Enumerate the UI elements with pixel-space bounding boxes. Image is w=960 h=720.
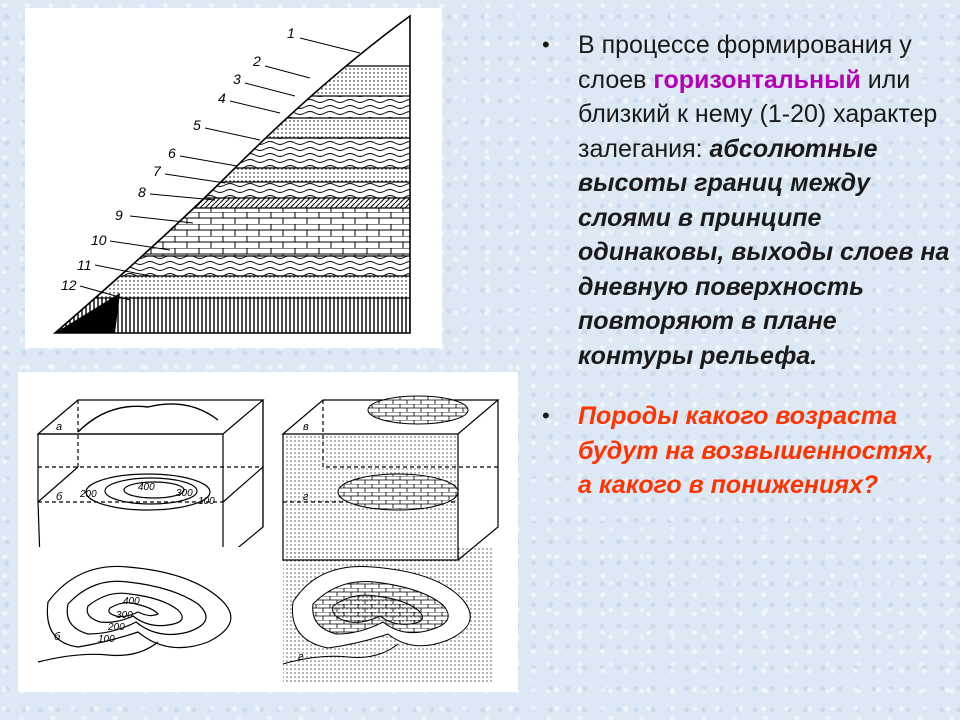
layer-label-2: 2 <box>252 53 261 69</box>
bullet-1-emphasis: абсолютные высоты границ между слоями в … <box>578 134 950 370</box>
bullet-question: • Породы какого возраста будут на возвыш… <box>540 399 950 503</box>
layer-label-1: 1 <box>287 25 295 41</box>
map-contour-300: 300 <box>116 610 133 621</box>
question-text: Породы какого возраста будут на возвышен… <box>578 402 934 499</box>
map-contour-400: 400 <box>123 596 140 607</box>
contour-label-100: 100 <box>198 496 215 507</box>
panel-label-a: а <box>56 421 62 433</box>
geologic-section-figure: 1 2 3 4 5 6 7 8 9 10 11 12 <box>25 8 442 348</box>
layer-label-11: 11 <box>77 257 92 273</box>
layer-label-3: 3 <box>233 71 241 87</box>
relief-blocks-drawing: а б в г б г 200 400 300 100 400 300 200 … <box>36 395 500 682</box>
layer-label-4: 4 <box>218 90 226 106</box>
layer-label-9: 9 <box>115 207 123 223</box>
panel-label-b-bottom: б <box>54 631 61 643</box>
contour-label-300: 300 <box>176 488 193 499</box>
slide-text: • В процессе формирования у слоев горизо… <box>540 28 950 503</box>
layer-label-7: 7 <box>153 163 162 179</box>
layer-label-5: 5 <box>193 117 201 133</box>
bullet-horizontal-bedding: • В процессе формирования у слоев горизо… <box>540 28 950 373</box>
panel-label-g-top: г <box>303 491 309 503</box>
layer-label-12: 12 <box>61 277 77 293</box>
panel-label-b-top: б <box>56 491 63 503</box>
bullet-marker: • <box>542 32 550 57</box>
bullet-1-middle: или близкий к нему (1-20) характер залег… <box>578 65 938 163</box>
layered-slope-drawing: 1 2 3 4 5 6 7 8 9 10 11 12 <box>52 14 411 334</box>
bullet-1-highlight: горизонтальный <box>653 65 861 94</box>
contour-label-400: 400 <box>138 482 155 493</box>
map-contour-200: 200 <box>107 622 125 633</box>
bullet-marker: • <box>542 403 550 428</box>
layer-label-8: 8 <box>138 184 146 200</box>
layer-label-6: 6 <box>168 145 176 161</box>
bullet-1-intro: В процессе формирования у слоев <box>578 31 912 94</box>
panel-label-v: в <box>303 421 309 433</box>
layer-label-10: 10 <box>91 232 107 248</box>
panel-label-g-bottom: г <box>298 651 304 663</box>
block-diagrams-figure: а б в г б г 200 400 300 100 400 300 200 … <box>18 372 518 692</box>
map-contour-100: 100 <box>98 634 115 645</box>
contour-label-200: 200 <box>79 489 97 500</box>
